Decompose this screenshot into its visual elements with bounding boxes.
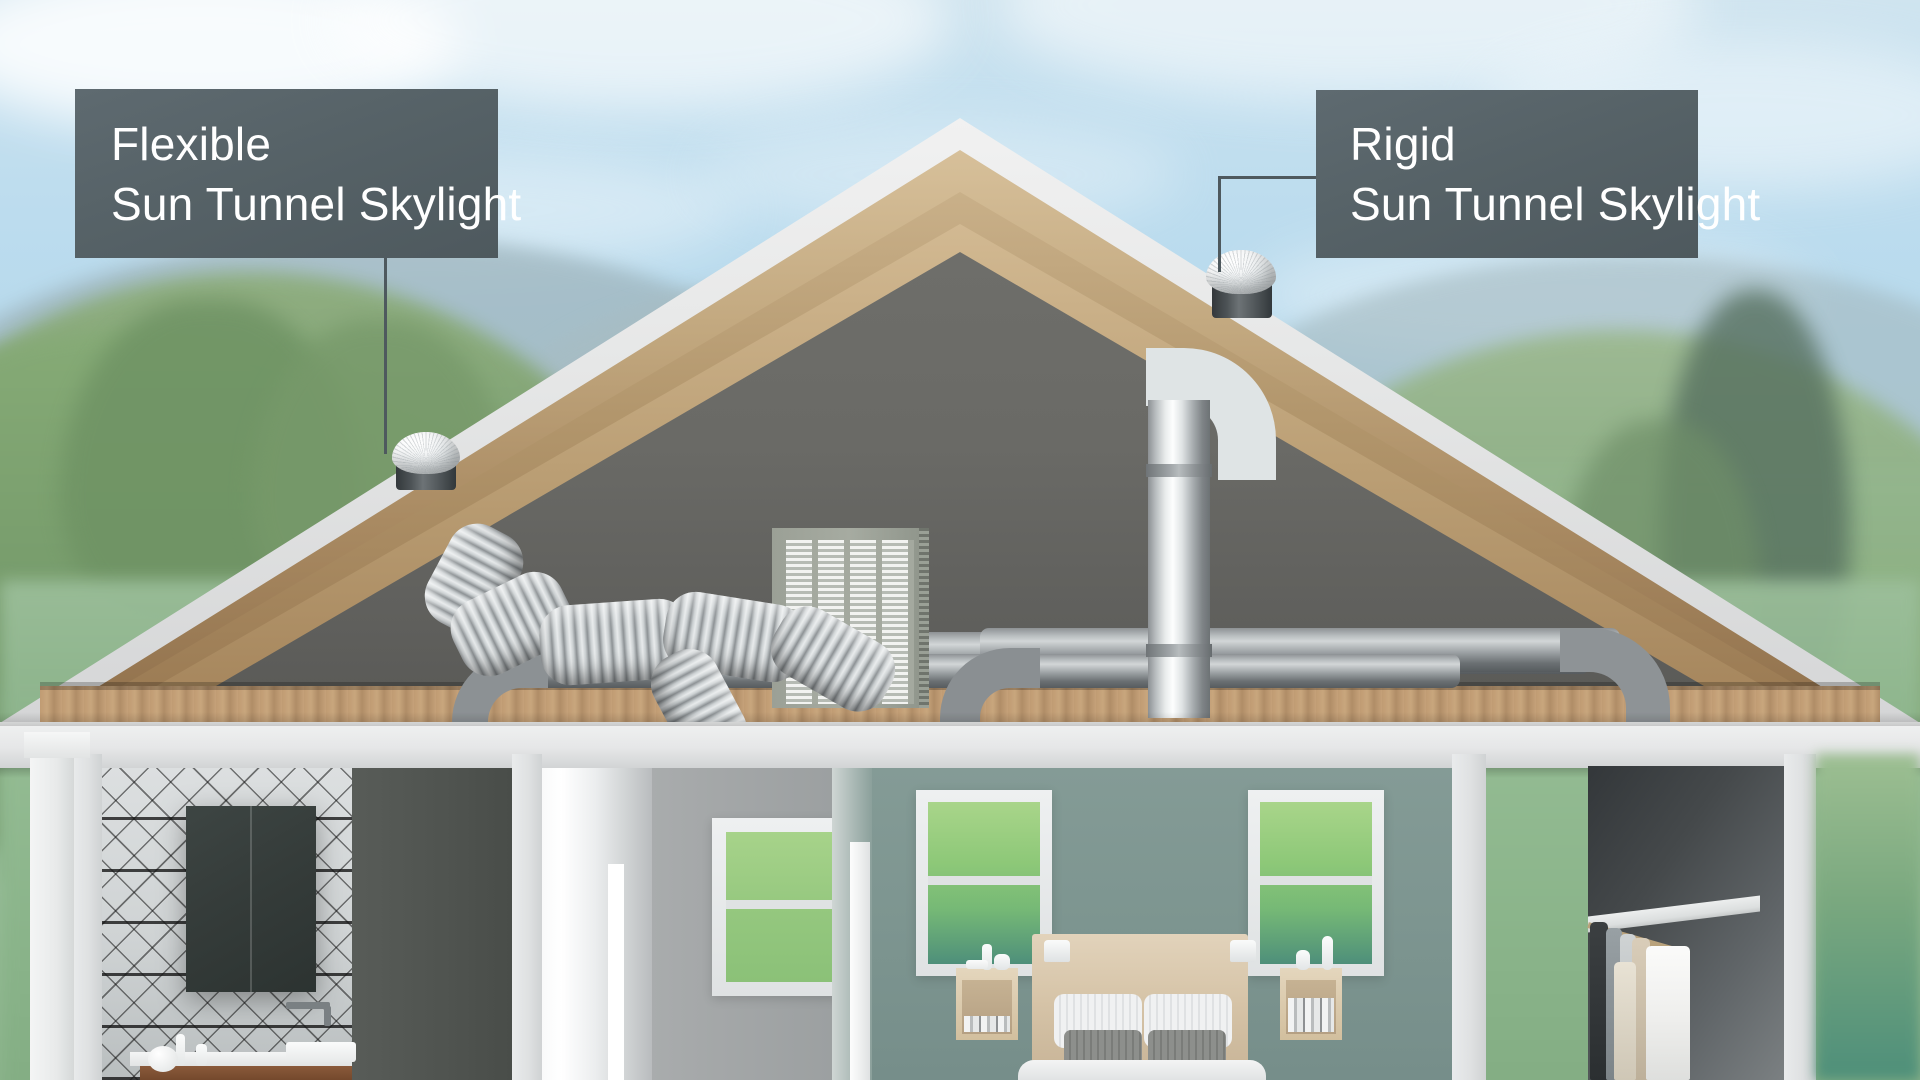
rigid-callout-leader-vertical [1218,176,1221,272]
nightstand-right-books [1288,998,1334,1032]
closet-garment [1646,946,1690,1080]
hallway-window-mullion [726,900,832,909]
flexible-callout-line2: Sun Tunnel Skylight [111,177,522,230]
dome-ray-texture [1206,250,1276,294]
exterior-right-edge [1816,754,1920,1080]
room-hallway [542,768,832,1080]
closet-garment [1632,938,1650,1080]
ceiling-floor-band [0,722,1920,768]
rigid-tunnel-dome [1206,250,1276,294]
rigid-callout-leader-horizontal [1218,176,1318,179]
flexible-callout-box: Flexible Sun Tunnel Skylight [75,89,522,258]
wall-divider-bedroom-right [1452,754,1486,1080]
rigid-tunnel-joint-band [1146,464,1212,477]
bathroom-basin [286,1042,356,1062]
bathroom-decor-sphere [148,1046,178,1072]
bedroom-window-left-mullion [928,876,1040,885]
bathroom-toiletry-bottle [176,1034,185,1066]
bathroom-vanity-cabinet [140,1066,352,1080]
nightstand-right-vase-short [1296,950,1310,970]
nightstand-left-cup [994,954,1010,970]
wall-divider-closet-right [1784,754,1816,1080]
rigid-callout-line2: Sun Tunnel Skylight [1350,178,1761,230]
rigid-tunnel-vertical-tube [1148,400,1210,718]
bathroom-faucet-spout [324,1006,331,1026]
exterior-left-soffit [24,732,90,758]
bed-wall-lamp-right [1230,940,1256,962]
bathroom-toiletry-bottle [196,1044,207,1066]
hallway-curved-wall [542,768,652,1080]
bathroom-mirror-cabinet [186,806,316,992]
room-bedroom [832,768,1452,1080]
room-bathroom [100,768,520,1080]
eave-shadow [0,712,1920,726]
flexible-callout-leader-line [384,258,387,454]
bedroom-door [850,842,870,1080]
bed-wall-lamp-left [1044,940,1070,962]
rigid-tunnel-joint-band [1146,644,1212,657]
hallway-door-edge [608,864,624,1080]
bedroom-window-right-mullion [1260,876,1372,885]
wall-divider-bathroom-right [512,754,542,1080]
dome-ray-texture [392,432,460,474]
rigid-callout-line1: Rigid [1350,118,1456,170]
bed-duvet [1018,1060,1266,1080]
bathroom-mirror-seam [250,806,252,992]
bathroom-faucet [286,1002,330,1009]
attic-air-handler-side-shade [919,528,929,708]
exterior-left-wall-edge [30,740,74,1080]
nightstand-right-vase-tall [1322,936,1333,970]
nightstand-left-vase [982,944,992,970]
rigid-callout-box: Rigid Sun Tunnel Skylight [1316,90,1761,258]
flexible-tunnel-dome [392,432,460,474]
flexible-callout-line1: Flexible [111,117,272,170]
room-closet [1587,766,1784,1080]
closet-garment [1590,922,1608,1080]
bathroom-dark-wall [352,768,520,1080]
nightstand-left-books [964,1016,1010,1032]
closet-garment [1614,962,1636,1080]
wall-divider-bathroom-left [72,754,102,1080]
nightstand-left-bowl [966,960,988,969]
